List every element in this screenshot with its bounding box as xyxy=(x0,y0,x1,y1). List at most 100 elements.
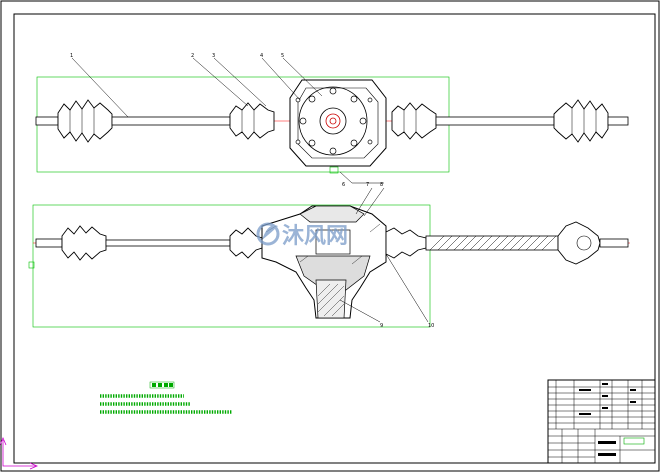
watermark-brand: 沐风网 xyxy=(282,224,348,249)
right-inner-cv-boot xyxy=(385,227,427,259)
right-stub-shaft xyxy=(607,116,629,126)
callout-number: 5 xyxy=(281,53,284,59)
hatch-pattern xyxy=(429,235,557,251)
callout-number: 7 xyxy=(366,182,369,188)
leader-line xyxy=(192,57,249,107)
bolt xyxy=(308,95,316,103)
title-block xyxy=(547,379,656,464)
left-stub-shaft xyxy=(35,116,59,126)
title-block-glyphs xyxy=(579,383,636,456)
drawing-frame xyxy=(13,13,656,464)
left-halfshaft xyxy=(111,116,231,126)
hub-center-ring xyxy=(325,113,341,129)
bolt xyxy=(350,139,358,147)
top-view-small-box xyxy=(329,166,339,174)
callout-number: 3 xyxy=(212,53,215,59)
notes-title-block xyxy=(149,381,175,389)
right-outer-cv-section xyxy=(557,221,601,265)
bolt xyxy=(295,97,301,103)
leader-line xyxy=(282,57,323,97)
glyph xyxy=(164,383,168,387)
glyph-mark xyxy=(602,407,608,409)
mufeng-logo-icon xyxy=(256,222,280,246)
bolt xyxy=(359,117,367,125)
hub-center-bore xyxy=(329,117,337,125)
leader-line xyxy=(363,187,385,217)
glyph xyxy=(169,383,173,387)
leader-line xyxy=(71,57,129,118)
hatch-line xyxy=(299,255,309,263)
outer-cv-ball xyxy=(576,235,592,251)
left-halfshaft xyxy=(105,239,231,247)
right-outer-cv-boot xyxy=(553,99,609,143)
leader-line xyxy=(385,253,429,323)
logo-leaf xyxy=(262,225,278,240)
callout-number: 4 xyxy=(260,53,263,59)
drawing-number-box xyxy=(623,437,645,445)
technical-notes xyxy=(100,381,232,414)
left-outer-cv-boot xyxy=(61,225,107,261)
callout-number: 10 xyxy=(428,323,434,329)
left-stub-shaft xyxy=(35,238,63,248)
glyph-mark xyxy=(602,383,608,385)
glyph-mark xyxy=(598,453,616,456)
glyph xyxy=(152,383,156,387)
leader-line xyxy=(355,187,373,215)
hub-outer-ring xyxy=(319,107,347,135)
section-view-small-box xyxy=(28,261,35,269)
frame-corner-arrow xyxy=(0,436,39,470)
top-view-leaders xyxy=(71,57,384,184)
hatch-line xyxy=(323,295,345,317)
carrier-bearing xyxy=(315,229,351,255)
callout-number: 9 xyxy=(380,323,383,329)
housing-inner-outline xyxy=(297,87,379,159)
left-outer-boot-ribs xyxy=(69,108,95,134)
leader-line xyxy=(213,57,267,107)
title-block-frame xyxy=(547,379,656,464)
left-inner-cv-boot xyxy=(229,102,275,140)
right-outer-boot-ribs xyxy=(571,108,597,134)
ring-gear-section xyxy=(295,255,371,291)
bolt xyxy=(299,117,307,125)
hatch-line xyxy=(369,223,381,233)
glyph-mark xyxy=(579,413,591,415)
hatch-line xyxy=(317,283,331,297)
title-area-grid xyxy=(548,429,655,463)
notes-text-lines xyxy=(100,394,232,414)
callout-number: 6 xyxy=(342,182,345,188)
callout-number: 1 xyxy=(70,53,73,59)
hatch-line xyxy=(331,303,345,317)
section-view: 6 7 8 9 10 xyxy=(28,182,630,329)
left-outer-cv-boot xyxy=(57,99,113,143)
bolt xyxy=(329,147,337,155)
right-shaft-hatching xyxy=(429,235,557,251)
flange-bolts xyxy=(295,87,373,155)
right-halfshaft xyxy=(435,116,555,126)
glyph xyxy=(158,383,162,387)
glyph-mark xyxy=(579,389,591,391)
logo-ring xyxy=(256,222,280,246)
housing-top-cover xyxy=(299,205,365,223)
bolt xyxy=(329,87,337,95)
bolt xyxy=(350,95,358,103)
top-view: 1 2 3 4 5 xyxy=(35,53,629,184)
leader-line xyxy=(261,57,301,101)
glyph-mark xyxy=(598,441,616,444)
bolt xyxy=(295,139,301,145)
right-inner-cv-boot xyxy=(391,102,437,140)
bolt xyxy=(367,139,373,145)
glyph-mark xyxy=(602,395,608,397)
hatch-line xyxy=(351,255,363,265)
frame-corner-mark xyxy=(2,440,36,467)
notes-title-glyphs xyxy=(152,383,173,387)
leader-line xyxy=(339,171,353,184)
left-inner-boot-ribs xyxy=(241,110,255,132)
watermark: 沐风网 xyxy=(256,222,348,249)
right-inner-boot-ribs xyxy=(403,110,417,132)
section-view-bounding-box xyxy=(32,204,431,328)
bolt xyxy=(367,97,373,103)
glyph-mark xyxy=(630,401,636,403)
hatch-line xyxy=(317,285,345,313)
